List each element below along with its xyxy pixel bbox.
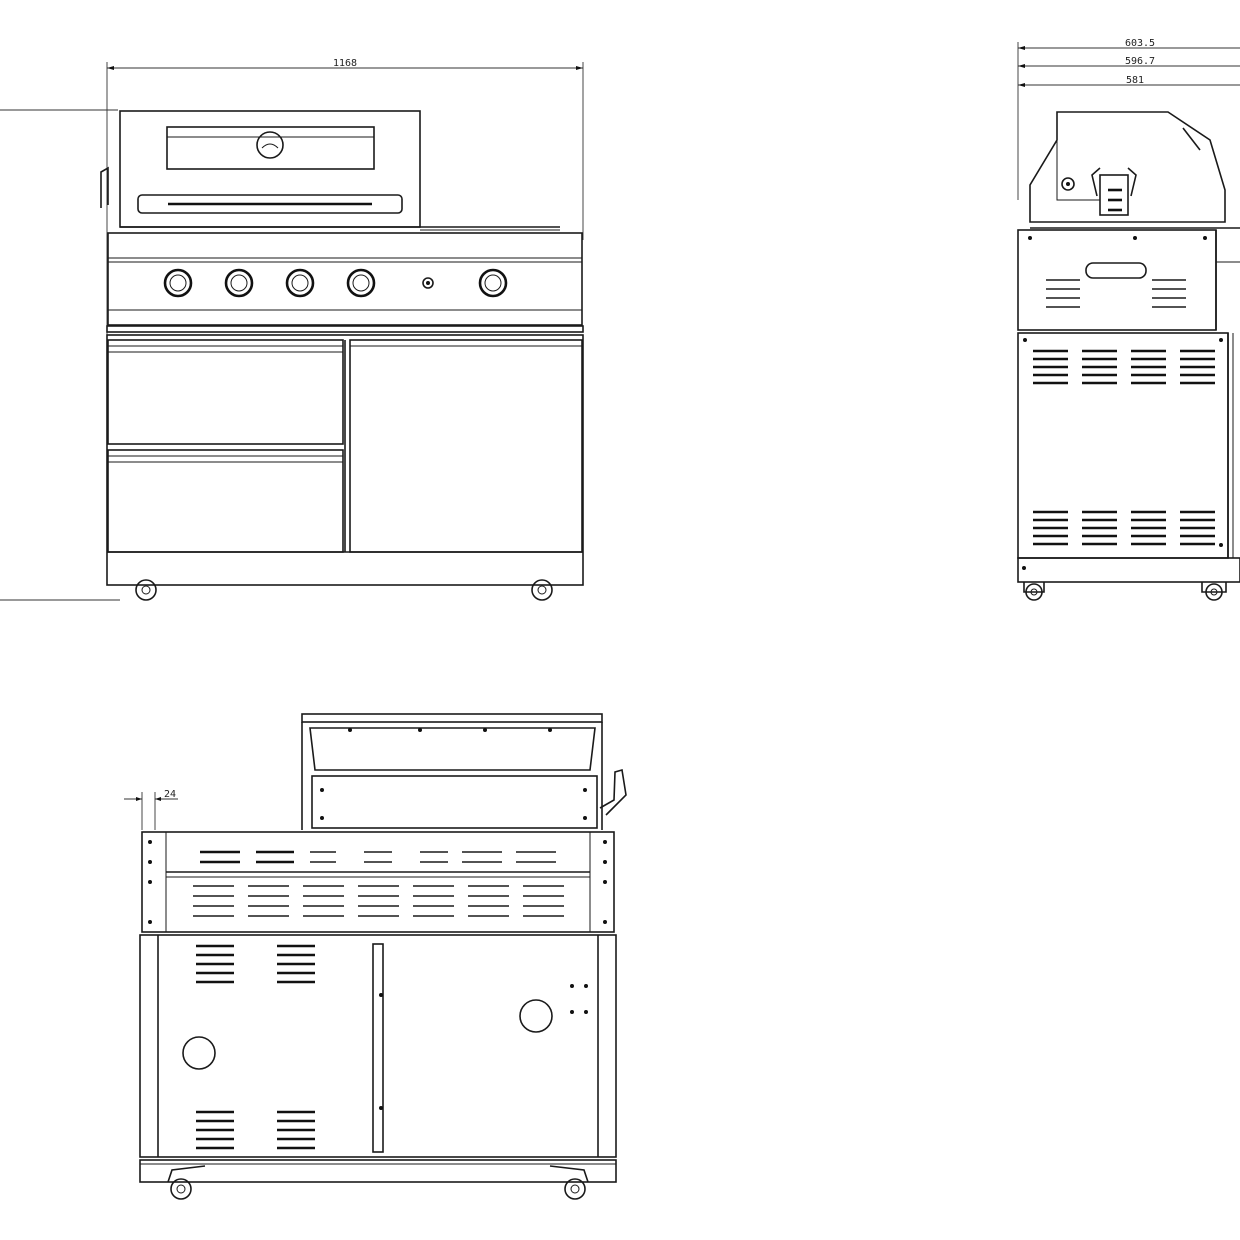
rear-cabinet <box>139 934 617 1158</box>
side-vent-slot <box>1085 262 1147 279</box>
rear-view: 24 <box>124 713 627 1200</box>
rear-firebox <box>311 775 598 829</box>
side-cabinet-vents-top <box>1033 349 1215 385</box>
knob <box>478 268 508 298</box>
rear-upper-vents <box>200 850 294 864</box>
rear-base <box>139 1159 617 1183</box>
cabinet-body <box>106 334 584 586</box>
cabinet-top-trim <box>106 325 584 333</box>
side-upper-vents-left <box>1046 279 1080 308</box>
caster-wheel <box>1201 582 1227 601</box>
caster-wheel <box>135 579 157 601</box>
rear-lid-inner <box>309 727 596 771</box>
caster-wheel <box>549 1165 589 1200</box>
hood-handle <box>137 194 403 214</box>
side-upper-vents-right <box>1152 279 1186 308</box>
hood-thermometer <box>256 131 284 159</box>
caster-wheel <box>1023 582 1045 601</box>
upper-drawer <box>107 339 344 445</box>
side-base <box>1017 557 1240 583</box>
rear-lower-vents <box>193 885 564 917</box>
dim-rear-offset: 24 <box>124 789 178 830</box>
dim-side-mid-label: 596.7 <box>1125 56 1155 67</box>
lower-drawer <box>107 449 344 553</box>
side-handle-bracket <box>1099 174 1129 216</box>
cabinet-door <box>349 339 583 553</box>
front-view: 1168 <box>0 58 584 601</box>
dim-front-width: 1168 <box>106 58 584 335</box>
hood-window <box>166 126 375 170</box>
dim-front-width-label: 1168 <box>333 58 357 69</box>
side-cabinet-vents-bottom <box>1033 510 1215 546</box>
dim-side-outer-label: 603.5 <box>1125 38 1155 49</box>
dim-side-inner-label: 581 <box>1126 75 1144 86</box>
rear-cabinet-vents-top <box>196 944 315 984</box>
caster-wheel <box>167 1165 206 1200</box>
knob <box>346 268 376 298</box>
control-panel <box>107 232 583 326</box>
side-view: 603.5 596.7 581 <box>1017 38 1240 601</box>
knob <box>163 268 193 298</box>
hood-profile <box>1029 111 1226 223</box>
rear-cabinet-vents-bottom <box>196 1110 315 1150</box>
control-knobs <box>163 268 508 298</box>
rear-center-rail <box>372 943 384 1153</box>
caster-wheel <box>531 579 553 601</box>
knob <box>285 268 315 298</box>
rear-lid-top <box>301 713 603 723</box>
ignition-button <box>422 277 434 289</box>
rear-port-left <box>182 1036 216 1070</box>
rear-side-bracket <box>599 768 627 816</box>
dim-side-depth: 603.5 596.7 581 <box>1017 38 1240 200</box>
rear-upper-vents-outline <box>310 851 556 863</box>
dim-rear-offset-label: 24 <box>164 789 176 800</box>
rear-port-right <box>519 999 553 1033</box>
knob <box>224 268 254 298</box>
rear-upper-panel <box>141 831 615 933</box>
